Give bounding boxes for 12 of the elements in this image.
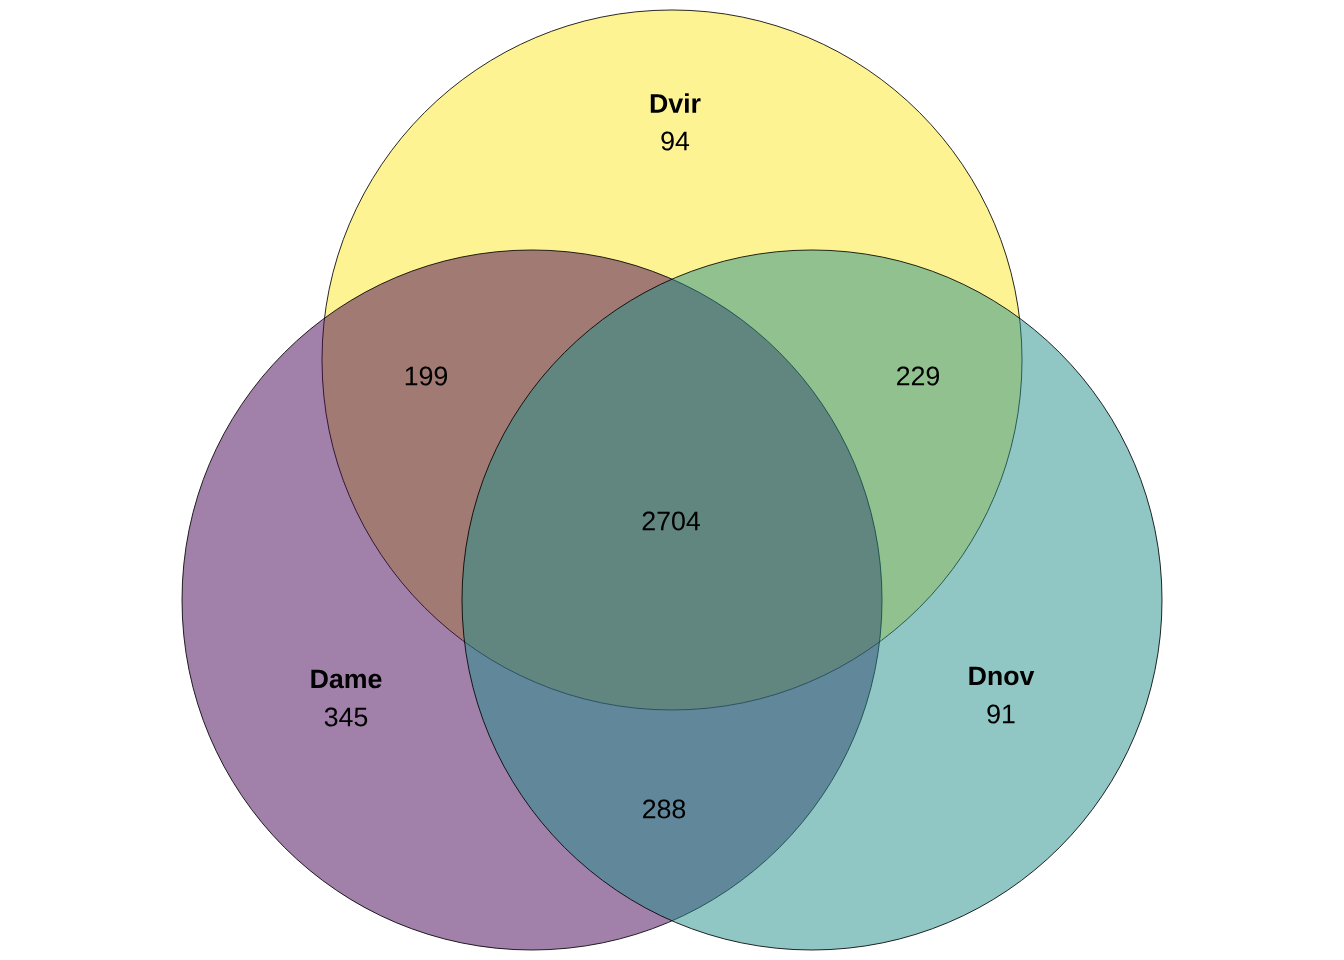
set-name: Dvir: [650, 93, 701, 113]
count-label: 94: [661, 131, 690, 151]
count-label: 91: [987, 704, 1015, 724]
count-label: 2704: [642, 511, 700, 531]
set-circle: [181, 249, 883, 951]
count-label: 229: [897, 366, 939, 386]
set-name: Dnov: [969, 666, 1035, 686]
set-circle: [461, 249, 1163, 951]
set-name: Dame: [311, 669, 382, 689]
count-label: 288: [643, 799, 686, 819]
count-label: 199: [405, 366, 447, 386]
count-label: 345: [324, 707, 368, 727]
